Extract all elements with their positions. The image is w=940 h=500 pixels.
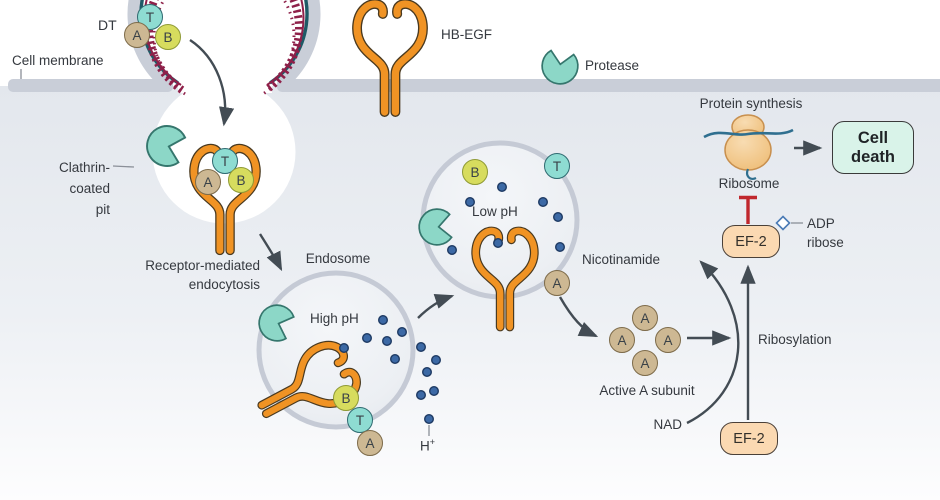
cluster-subunit-a-left: A xyxy=(609,327,635,353)
vesicle-subunit-b: B xyxy=(462,159,488,185)
proton-dots-endosome xyxy=(339,315,408,365)
vesicle-subunit-a: A xyxy=(544,270,570,296)
inhibition-bar xyxy=(739,195,757,224)
mrna-tail xyxy=(746,168,757,180)
protease-label: Protease xyxy=(585,58,640,73)
dt-subunit-a: A xyxy=(124,22,150,48)
clathrin-pit-label: Clathrin- coated pit xyxy=(58,160,110,217)
proton-dots-vesicle xyxy=(447,181,566,255)
pit-subunit-a: A xyxy=(195,169,221,195)
ribosylation-label: Ribosylation xyxy=(758,332,832,347)
clathrin-lattice-mesh xyxy=(145,0,303,94)
adp-ribose-diamond xyxy=(775,215,791,231)
cluster-subunit-a-top: A xyxy=(632,305,658,331)
clathrin-leader xyxy=(112,165,135,168)
cell-membrane-left xyxy=(8,79,173,92)
arrow-nad-to-nicotinamide xyxy=(686,260,740,425)
receptor-mediated-endocytosis-label: Receptor-mediated endocytosis xyxy=(145,258,260,292)
active-a-subunit-label: Active A subunit xyxy=(599,383,695,398)
endosome-subunit-a: A xyxy=(357,430,383,456)
pit-subunit-b: B xyxy=(228,167,254,193)
proton-dots-trail xyxy=(416,342,442,425)
h-plus-label: H+ xyxy=(420,437,436,454)
ef2-box-top: EF-2 xyxy=(722,225,780,258)
arrow-pit-to-endosome xyxy=(258,233,283,272)
vesicle-subunit-t: T xyxy=(544,153,570,179)
cell-membrane-right xyxy=(277,79,940,92)
nicotinamide-label: Nicotinamide xyxy=(582,252,661,267)
cluster-subunit-a-right: A xyxy=(655,327,681,353)
cluster-subunit-a-bottom: A xyxy=(632,350,658,376)
nad-label: NAD xyxy=(653,417,682,432)
dt-label: DT xyxy=(98,17,117,33)
cell-membrane-label: Cell membrane xyxy=(12,53,104,68)
cell-death-box: Cell death xyxy=(832,121,914,174)
endosome-subunit-t: T xyxy=(347,407,373,433)
ef2-box-bottom: EF-2 xyxy=(720,422,778,455)
low-ph-label: Low pH xyxy=(472,204,518,219)
endosome-subunit-b: B xyxy=(333,385,359,411)
protein-synthesis-label: Protein synthesis xyxy=(699,96,803,111)
endosome-label: Endosome xyxy=(305,251,371,266)
adp-ribose-label: ADP ribose xyxy=(807,216,844,250)
clathrin-lattice-inner xyxy=(152,0,296,96)
arrow-dt-to-pit xyxy=(189,39,235,127)
high-ph-label: High pH xyxy=(310,311,359,326)
dt-subunit-b: B xyxy=(155,24,181,50)
hb-egf-label: HB-EGF xyxy=(441,27,493,42)
mrna-strand xyxy=(703,128,794,139)
arrow-a-release xyxy=(558,296,599,338)
ribosome-label: Ribosome xyxy=(718,176,780,191)
ribosome-icon xyxy=(703,114,794,180)
arrow-endosome-to-vesicle xyxy=(417,294,455,319)
